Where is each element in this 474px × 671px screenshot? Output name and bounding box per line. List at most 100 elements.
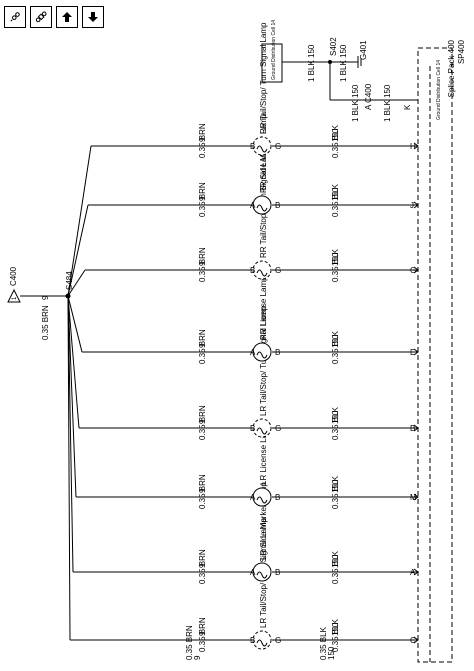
lamp-pin-in-3: B bbox=[250, 424, 255, 433]
splice-ground-dist-label: Ground Distribution Cell 14 bbox=[436, 60, 442, 120]
wire2-circuit: 150 bbox=[339, 44, 348, 58]
splice-pin-arrow-0 bbox=[413, 636, 419, 644]
wire2-label: 1 BLK bbox=[339, 60, 348, 82]
supply-wire-label: 0.35 BRN bbox=[41, 305, 50, 340]
brn-wire-circuit-3: 9 bbox=[198, 419, 207, 424]
lamp-name-4: RR License Lamp bbox=[259, 276, 268, 340]
lamp-pin-in-2: A bbox=[250, 493, 256, 502]
toolbar bbox=[4, 6, 104, 28]
blk-wire-circuit-0: 150 bbox=[331, 622, 340, 636]
splice-pin-5: G bbox=[410, 266, 416, 275]
splice-pack-sp-label: SP400 bbox=[457, 39, 466, 64]
wire3-label: 1 BLK bbox=[351, 100, 360, 122]
splice-pack-label: Splice Pack 400 bbox=[447, 39, 456, 97]
splice-pin-4: E bbox=[410, 348, 415, 357]
splice-pin-arrow-2 bbox=[413, 493, 419, 501]
lamp-pin-in-7: B bbox=[250, 142, 255, 151]
splice-pin-arrow-3 bbox=[413, 424, 419, 432]
lamp-name-7: RR Tail/Stop/ Turn Signal Lamp bbox=[259, 22, 268, 134]
wire1-label: 1 BLK bbox=[307, 60, 316, 82]
lamp-bulb-icon-5 bbox=[252, 260, 272, 280]
lamp-name-2: LR License Lamp bbox=[259, 422, 268, 485]
blk-wire-circuit-1: 150 bbox=[331, 554, 340, 568]
splice-s402-label: S402 bbox=[329, 37, 338, 56]
blk-wire-circuit-2: 150 bbox=[331, 479, 340, 493]
blk-wire-label-4: 0.35 BLK bbox=[331, 330, 340, 364]
c400-supply-connector-icon bbox=[7, 288, 21, 303]
lamp-filament-icon-1 bbox=[256, 571, 268, 579]
wire3-circuit: 150 bbox=[351, 84, 360, 98]
brn-wire-label-2: 0.35 BRN bbox=[198, 474, 207, 509]
feed-wire-5 bbox=[67, 269, 86, 297]
lamp-filament-icon-4 bbox=[256, 351, 268, 359]
brn-wire-circuit-6: 9 bbox=[198, 196, 207, 201]
ground-distribution-box bbox=[261, 43, 283, 83]
feed-wire-4 bbox=[67, 295, 83, 353]
feed-wire-3 bbox=[67, 295, 80, 429]
wire1-circuit: 150 bbox=[307, 44, 316, 58]
lamp-filament-icon-0 bbox=[256, 639, 268, 647]
brn-wire-circuit-0: 9 bbox=[198, 631, 207, 636]
blk-wire-label-0: 0.35 BLK bbox=[331, 618, 340, 652]
bottom-blk-circuit: 150 bbox=[327, 646, 336, 660]
connector-view-button[interactable] bbox=[4, 6, 26, 28]
lamp-bulb-icon-2 bbox=[252, 487, 272, 507]
brn-wire-label-5: 0.35 BRN bbox=[198, 247, 207, 282]
brn-wire-label-1: 0.35 BRN bbox=[198, 549, 207, 584]
blk-wire-label-6: 0.35 BLK bbox=[331, 183, 340, 217]
splice-pin-3: B bbox=[410, 424, 415, 433]
connector-icon bbox=[10, 12, 20, 22]
lamp-filament-icon-2 bbox=[256, 496, 268, 504]
lamp-branches: 0.35 BRN9BGLR Tail/Stop/ Turn Signal Lam… bbox=[67, 22, 419, 652]
lamp-pin-in-0: B bbox=[250, 636, 255, 645]
bottom-brn-label: 0.35 BRN bbox=[185, 625, 194, 660]
splice-s484-label: S484 bbox=[65, 271, 74, 290]
arrow-down-icon bbox=[88, 12, 98, 22]
bottom-brn-circuit: 9 bbox=[193, 655, 202, 660]
blk-wire-circuit-4: 150 bbox=[331, 334, 340, 348]
lamp-bulb-icon-1 bbox=[252, 562, 272, 582]
splice-pin-6: J bbox=[410, 201, 414, 210]
blk-wire-label-1: 0.35 BLK bbox=[331, 550, 340, 584]
blk-wire-label-3: 0.35 BLK bbox=[331, 406, 340, 440]
splice-pin-2: M bbox=[410, 493, 417, 502]
brn-wire-circuit-1: 9 bbox=[198, 563, 207, 568]
splice-pin-k: K bbox=[403, 104, 412, 110]
page-down-button[interactable] bbox=[82, 6, 104, 28]
brn-wire-circuit-7: 9 bbox=[198, 137, 207, 142]
lamp-filament-icon-5 bbox=[256, 269, 268, 277]
feed-wire-7 bbox=[67, 145, 92, 297]
feed-wire-6 bbox=[67, 204, 89, 297]
splice-pin-arrow-5 bbox=[413, 266, 419, 274]
brn-wire-label-7: 0.35 BRN bbox=[198, 123, 207, 158]
lamp-filament-icon-3 bbox=[256, 427, 268, 435]
lamp-bulb-icon-7 bbox=[252, 136, 272, 156]
brn-wire-label-0: 0.35 BRN bbox=[198, 617, 207, 652]
blk-wire-label-2: 0.35 BLK bbox=[331, 475, 340, 509]
lamp-pin-in-6: A bbox=[250, 201, 256, 210]
splice-pin-arrow-7 bbox=[413, 142, 419, 150]
lamp-name-1: LR Side Marker Lamp bbox=[259, 482, 268, 560]
splice-pin-arrow-1 bbox=[413, 568, 419, 576]
component-view-button[interactable] bbox=[30, 6, 52, 28]
brn-wire-circuit-5: 9 bbox=[198, 261, 207, 266]
bottom-blk-label: 0.35 BLK bbox=[319, 626, 328, 660]
splice-pin-7: H bbox=[410, 142, 416, 151]
wire4-circuit: 150 bbox=[383, 84, 392, 98]
feed-wire-0 bbox=[67, 295, 71, 641]
supply-connector-label: C400 bbox=[9, 266, 18, 286]
arrow-up-icon bbox=[62, 12, 72, 22]
supply-wire-circuit: 9 bbox=[41, 295, 50, 300]
splice-pin-1: A bbox=[410, 568, 416, 577]
lamp-pin-in-4: A bbox=[250, 348, 256, 357]
splice-pack-box bbox=[417, 47, 453, 663]
blk-wire-label-5: 0.35 BLK bbox=[331, 248, 340, 282]
blk-wire-circuit-6: 150 bbox=[331, 187, 340, 201]
page-up-button[interactable] bbox=[56, 6, 78, 28]
lamp-filament-icon-6 bbox=[256, 204, 268, 212]
brn-wire-circuit-2: 9 bbox=[198, 488, 207, 493]
wire4-label: 1 BLK bbox=[383, 100, 392, 122]
brn-wire-label-6: 0.35 BRN bbox=[198, 182, 207, 217]
brn-wire-circuit-4: 9 bbox=[198, 343, 207, 348]
blk-wire-circuit-7: 150 bbox=[331, 128, 340, 142]
